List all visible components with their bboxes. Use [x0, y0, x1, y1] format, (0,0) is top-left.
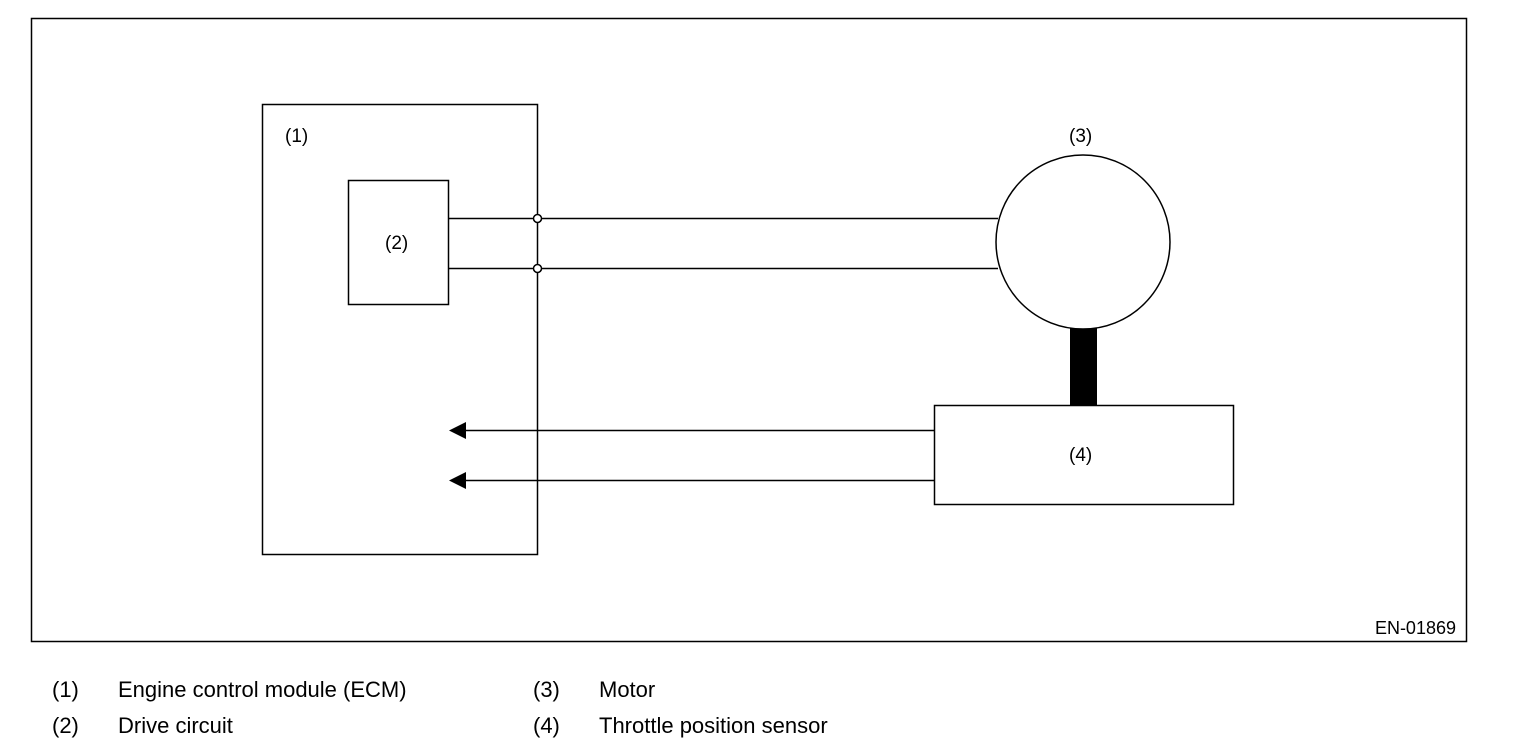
connector-node-lower [532, 263, 543, 274]
legend-text: Engine control module (ECM) [118, 677, 407, 702]
wiring-diagram: (1) (2) (3) (4) EN-01869 [30, 17, 1468, 643]
figure-code: EN-01869 [1375, 618, 1456, 638]
motor-shaft [1070, 326, 1097, 406]
legend: (1) Engine control module (ECM) (2) Driv… [52, 676, 952, 748]
motor-circle [995, 154, 1171, 330]
arrowhead-lower [449, 472, 466, 489]
drive-circuit-box [347, 179, 450, 306]
ecm-label: (1) [285, 126, 308, 147]
legend-text: Motor [599, 677, 656, 702]
throttle-sensor-label: (4) [1069, 445, 1092, 466]
arrowhead-upper [449, 422, 466, 439]
connector-node-upper [532, 213, 543, 224]
legend-text: Throttle position sensor [599, 713, 828, 738]
motor-label: (3) [1069, 126, 1092, 147]
legend-number: (3) [533, 677, 560, 702]
legend-number: (2) [52, 713, 79, 738]
legend-number: (1) [52, 677, 79, 702]
diagram-frame [30, 17, 1468, 643]
legend-text: Drive circuit [118, 713, 233, 738]
legend-number: (4) [533, 713, 560, 738]
ecm-box [261, 103, 539, 556]
drive-circuit-label: (2) [385, 233, 408, 254]
throttle-sensor-box [933, 404, 1235, 506]
